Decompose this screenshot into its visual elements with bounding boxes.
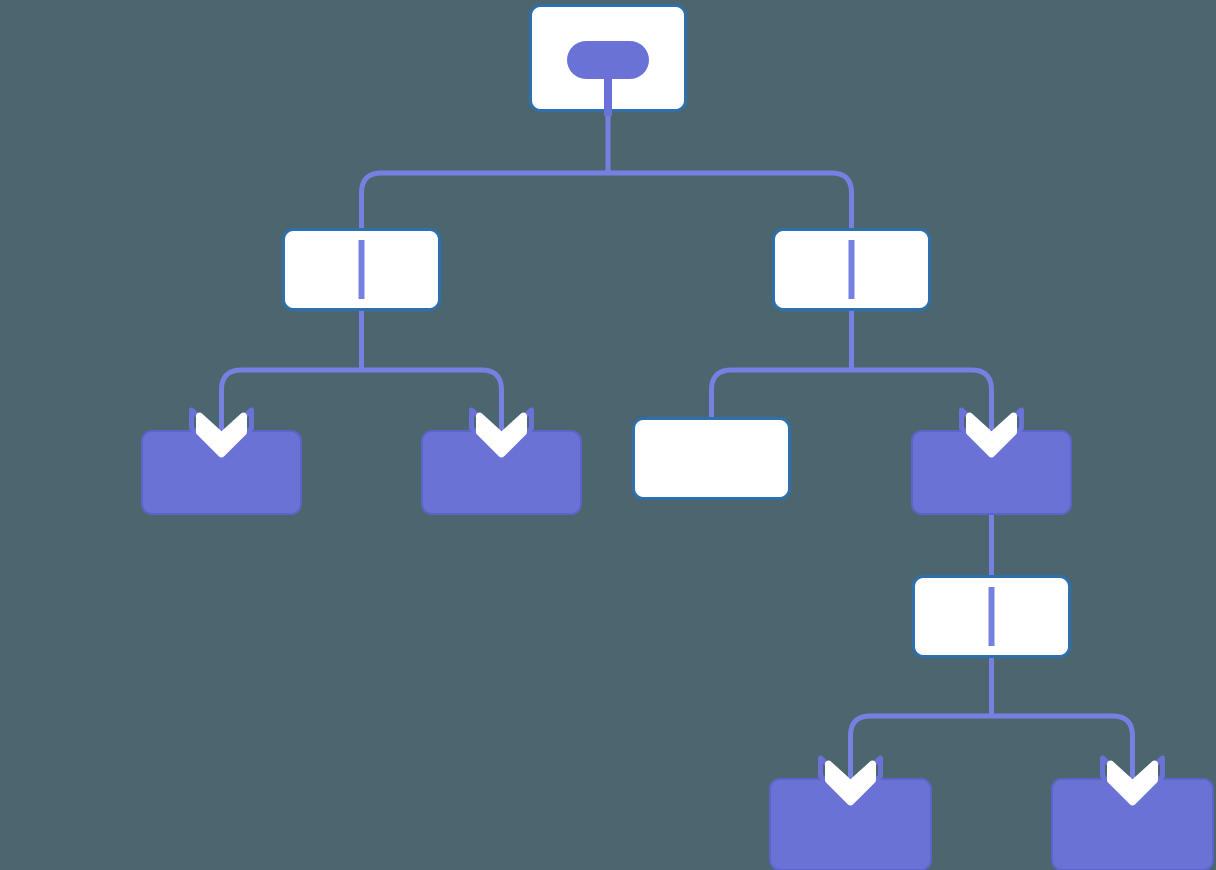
edge-n7-to-n8 (848, 658, 994, 779)
edge-n1-to-n4 (359, 311, 504, 431)
edge-n2-to-n6 (849, 311, 994, 431)
edge-n7-to-n9 (989, 658, 1135, 779)
chevron-down-icon (469, 407, 534, 459)
chevron-down-icon (189, 407, 254, 459)
node-passthrough-line (848, 240, 855, 299)
node-n4-filled[interactable] (421, 430, 582, 515)
root-pill-badge (567, 41, 649, 79)
chevron-fill (196, 412, 247, 458)
edge-layer (219, 112, 1135, 779)
node-n5-empty[interactable] (632, 417, 791, 500)
marker-layer (189, 41, 1165, 807)
node-n6-filled[interactable] (911, 430, 1072, 515)
chevron-down-icon (818, 755, 883, 807)
edge-n2-to-n5 (709, 311, 854, 417)
edge-n0-to-n2 (605, 112, 854, 228)
chevron-fill (825, 760, 876, 806)
node-passthrough-line (988, 587, 995, 646)
node-n9-filled[interactable] (1051, 778, 1214, 870)
node-layer (141, 4, 1214, 870)
edge-n0-to-n1 (359, 112, 611, 228)
chevron-down-icon (959, 407, 1024, 459)
edge-n1-to-n3 (219, 311, 364, 431)
chevron-fill (966, 412, 1017, 458)
node-passthrough-line (358, 240, 365, 299)
chevron-fill (1107, 760, 1158, 806)
root-stem (604, 74, 612, 116)
chevron-fill (476, 412, 527, 458)
node-n3-filled[interactable] (141, 430, 302, 515)
chevron-down-icon (1100, 755, 1165, 807)
node-n8-filled[interactable] (769, 778, 932, 870)
